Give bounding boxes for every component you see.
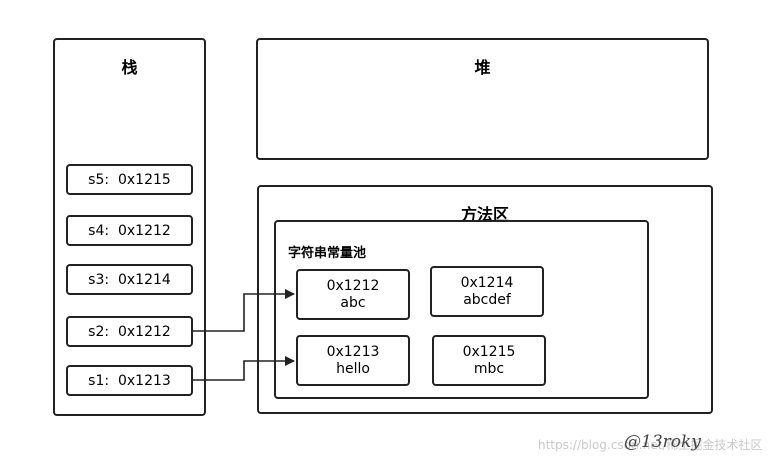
stack-slot-s4: s4: 0x1212 [66,215,193,246]
stack-title: 栈 [121,58,138,77]
pool-entry-0x1212: 0x1212 abc [296,269,410,320]
heap-title: 堆 [474,58,491,77]
heap-box: 堆 [256,38,709,160]
pool-entry-value: hello [336,360,370,377]
pool-entry-0x1215: 0x1215 mbc [432,335,546,386]
pool-entry-addr: 0x1214 [460,274,514,291]
pool-entry-addr: 0x1215 [462,343,516,360]
pool-entry-value: abcdef [463,291,511,308]
pool-entry-0x1213: 0x1213 hello [296,335,410,386]
arrow-s1-to-0x1213 [193,356,295,381]
stack-slot-s1: s1: 0x1213 [66,365,193,396]
stack-slot-s5: s5: 0x1215 [66,164,193,195]
method-area-title: 方法区 [460,205,509,224]
pool-entry-value: mbc [473,360,505,377]
pool-entry-addr: 0x1212 [326,277,380,294]
arrow-s2-to-0x1212 [193,289,295,332]
stack-slot-s3: s3: 0x1214 [66,264,193,295]
watermark-text: https://blog.csdn.net/稀土掘金技术社区 [538,438,763,452]
watermark-signature: @13roky [624,432,701,452]
pool-entry-value: abc [340,294,366,311]
string-pool-title: 字符串常量池 [288,246,367,261]
pool-entry-0x1214: 0x1214 abcdef [430,266,544,317]
stack-slot-s2: s2: 0x1212 [66,316,193,347]
pool-entry-addr: 0x1213 [326,343,380,360]
